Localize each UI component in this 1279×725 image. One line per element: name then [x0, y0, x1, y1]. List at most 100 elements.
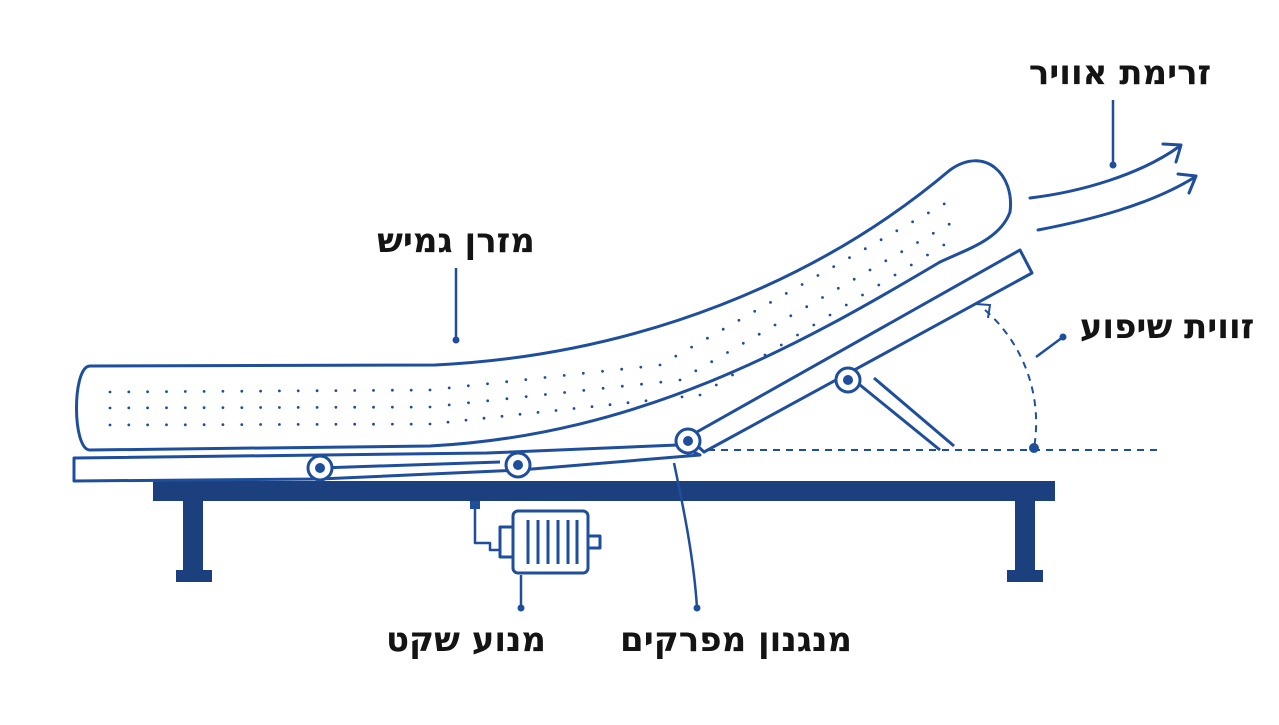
mattress-dot [721, 327, 725, 331]
mattress-dot [409, 422, 413, 426]
mattress-dot [127, 423, 131, 427]
mattress-dot [240, 389, 244, 393]
mattress-dot [108, 406, 112, 410]
mattress-dot [779, 343, 783, 347]
label-tilt-angle: זווית שיפוע [1080, 307, 1255, 347]
mattress-dot [146, 406, 150, 410]
mattress-dot [221, 389, 225, 393]
frame-foot-left [176, 570, 212, 582]
mattress-dot [911, 220, 914, 224]
mattress [75, 159, 1013, 452]
mattress-dot [737, 318, 741, 322]
air-arrow-lower-head [1176, 172, 1198, 195]
mattress-dot [590, 405, 594, 408]
mattress-dot [926, 253, 929, 257]
mattress-dot [466, 384, 470, 388]
mattress-dot [486, 399, 490, 403]
mattress-dot [714, 383, 718, 387]
mattress-dot [852, 277, 856, 281]
mattress-dot [706, 336, 709, 340]
mattress-dot [832, 265, 836, 268]
leader-mattress-dot [452, 336, 460, 344]
mattress-dot [486, 382, 489, 386]
mattress-dot [536, 411, 540, 414]
mattress-dot [524, 378, 528, 381]
mattress-dot [608, 403, 612, 407]
mattress-dot [202, 406, 206, 410]
mattress-dot [844, 303, 848, 307]
mattress-dot [828, 313, 832, 317]
leader-hinge-mechanism-dot [693, 604, 701, 612]
mattress-dot [789, 314, 793, 318]
mattress-dot [202, 390, 206, 393]
mattress-dot [916, 241, 919, 244]
mattress-dot [391, 422, 394, 426]
mattress-dot [562, 374, 566, 377]
mattress-dot [694, 369, 698, 373]
leader-air-flow-dot [1109, 161, 1117, 169]
air-arrow-upper [1028, 144, 1182, 200]
mattress-dot [769, 301, 772, 304]
mattress-dot [620, 384, 624, 388]
mattress-dot [601, 386, 605, 390]
mattress-dot [680, 395, 684, 399]
mattress-dot [927, 211, 930, 215]
mattress-dot [409, 388, 413, 392]
mattress-dot [821, 296, 824, 299]
mattress-dot [893, 273, 897, 277]
mattress-dot [353, 422, 357, 426]
mattress-dot [221, 406, 225, 409]
mattress-dot [773, 323, 777, 327]
mattress-dot [942, 243, 946, 247]
mattress-dot [563, 391, 566, 394]
frame-rail [153, 481, 1055, 501]
mattress-dot [644, 399, 648, 403]
mattress-dot [259, 406, 262, 409]
mattress-dot [183, 390, 187, 393]
mattress-dot [372, 405, 375, 409]
mattress-texture [108, 202, 951, 427]
mattress-dot [278, 423, 281, 426]
mattress-dot [447, 386, 451, 390]
deck-support-strut [859, 383, 941, 452]
mattress-dot [544, 393, 547, 396]
mattress-dot [868, 268, 872, 272]
mattress-dot [678, 378, 682, 382]
angle-arc [984, 309, 1038, 449]
motor-endcap [498, 525, 515, 559]
mattress-dot [353, 405, 357, 409]
mattress-dot [731, 373, 734, 377]
mattress-dot [895, 229, 899, 233]
mattress-dot [372, 389, 375, 392]
mattress-dot [372, 422, 375, 426]
deck-inner-line [319, 460, 501, 470]
mattress-dot [259, 423, 262, 426]
mattress-dot [428, 388, 432, 392]
mattress-dot [500, 414, 504, 418]
mattress-dot [947, 222, 951, 226]
mattress-dot [391, 405, 394, 409]
mattress-dot [877, 283, 881, 287]
mattress-dot [674, 354, 678, 358]
mattress-dot [582, 389, 586, 392]
mattress-dot [741, 341, 745, 345]
tilt-angle-indicator [708, 303, 1160, 453]
mattress-dot [863, 247, 867, 251]
mattress-dot [315, 406, 319, 409]
hinge-center [683, 436, 693, 446]
frame-foot-right [1007, 570, 1043, 582]
mattress-dot [942, 202, 946, 206]
mattress-dot [543, 376, 547, 379]
mattress-dot [753, 309, 757, 313]
mattress-dot [662, 397, 666, 401]
mattress-dot [447, 403, 451, 407]
motor-shaft [586, 534, 602, 550]
mattress-dot [315, 423, 319, 426]
mattress-dot [409, 405, 413, 409]
leader-motor-dot [517, 604, 525, 612]
mattress-dot [620, 367, 624, 371]
mattress-dot [710, 360, 714, 364]
mattress-dot [278, 406, 281, 409]
hinge-center [843, 375, 853, 385]
